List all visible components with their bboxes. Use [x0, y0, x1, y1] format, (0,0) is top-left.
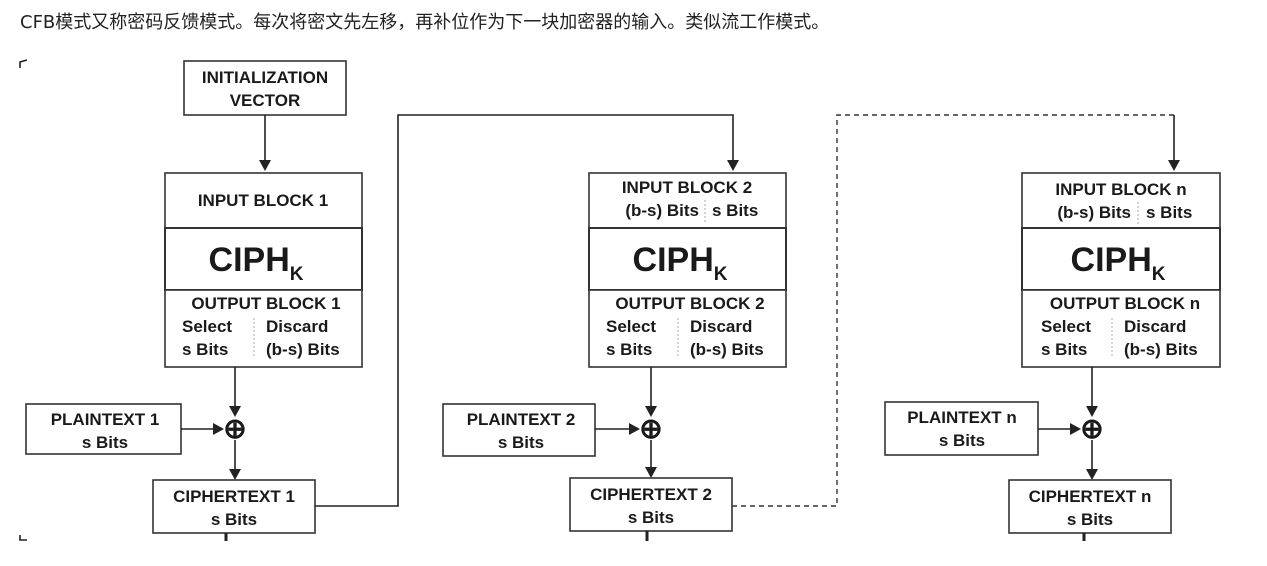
ciphertext-1-bits: s Bits — [211, 510, 257, 529]
ciphertext-2-bits: s Bits — [628, 508, 674, 527]
plaintext-2-bits: s Bits — [498, 433, 544, 452]
output-1-arrowhead — [229, 406, 241, 417]
ciphertext-1-box: CIPHERTEXT 1 s Bits — [152, 479, 316, 534]
cipher-function-n-key: K — [1152, 264, 1166, 285]
output-block-1-discard: Discard — [266, 317, 328, 336]
output-block-n-select: Select — [1041, 317, 1091, 336]
input-block-n: INPUT BLOCK n (b-s) Bits s Bits — [1021, 172, 1221, 229]
cipher-function-2-name: CIPH — [633, 241, 714, 279]
plaintext-1-arrowhead — [213, 423, 224, 435]
ciphertext-1-label: CIPHERTEXT 1 — [173, 487, 295, 506]
iv-label-line1: INITIALIZATION — [202, 68, 328, 87]
cipher-function-n-name: CIPH — [1071, 241, 1152, 279]
cipher-function-n: CIPHK — [1021, 227, 1221, 291]
iv-label-line2: VECTOR — [230, 91, 301, 110]
input-block-2: INPUT BLOCK 2 (b-s) Bits s Bits — [588, 172, 787, 229]
output-block-n-title: OUTPUT BLOCK n — [1050, 294, 1200, 313]
xor-2-arrowhead — [645, 467, 657, 478]
output-block-2-select: Select — [606, 317, 656, 336]
cipher-function-1-key: K — [290, 264, 304, 285]
initialization-vector-box: INITIALIZATION VECTOR — [183, 60, 347, 116]
xor-n-arrowhead — [1086, 469, 1098, 480]
xor-n-icon: ⊕ — [1080, 413, 1103, 444]
output-block-n-discard: Discard — [1124, 317, 1186, 336]
output-block-1: OUTPUT BLOCK 1 Select s Bits Discard (b-… — [164, 289, 363, 368]
figure-bottom-crop — [0, 541, 1267, 566]
output-block-2-title: OUTPUT BLOCK 2 — [615, 294, 764, 313]
output-block-1-title: OUTPUT BLOCK 1 — [191, 294, 340, 313]
plaintext-2-box: PLAINTEXT 2 s Bits — [442, 403, 596, 457]
plaintext-2-arrowhead — [629, 423, 640, 435]
feedback-to-n-arrowhead — [1168, 160, 1180, 171]
output-block-n: OUTPUT BLOCK n Select s Bits Discard (b-… — [1021, 289, 1221, 368]
output-block-2-select-bits: s Bits — [606, 340, 652, 359]
encryption-stage-n: INPUT BLOCK n (b-s) Bits s Bits CIPHK OU… — [884, 172, 1221, 545]
feedback-1-to-2-line — [315, 114, 734, 507]
input-block-1-title: INPUT BLOCK 1 — [198, 191, 328, 210]
plaintext-1-label: PLAINTEXT 1 — [51, 410, 160, 429]
cipher-function-2-key: K — [714, 264, 728, 285]
xor-1-arrowhead — [229, 469, 241, 480]
plaintext-1-bits: s Bits — [82, 433, 128, 452]
xor-1-icon: ⊕ — [223, 413, 246, 444]
ciphertext-n-box: CIPHERTEXT n s Bits — [1008, 479, 1172, 534]
input-block-1: INPUT BLOCK 1 — [164, 172, 363, 229]
output-n-arrowhead — [1086, 406, 1098, 417]
output-block-n-select-bits: s Bits — [1041, 340, 1087, 359]
cipher-function-n-label: CIPHK — [1071, 241, 1166, 285]
feedback-1-to-2-arrowhead — [727, 160, 739, 171]
figure-corner-top-left — [19, 59, 28, 68]
cipher-function-2-label: CIPHK — [633, 241, 728, 285]
encryption-stage-2: INPUT BLOCK 2 (b-s) Bits s Bits CIPHK OU… — [442, 172, 787, 545]
plaintext-1-box: PLAINTEXT 1 s Bits — [25, 403, 182, 455]
plaintext-n-label: PLAINTEXT n — [907, 408, 1017, 427]
ciphertext-n-label: CIPHERTEXT n — [1029, 487, 1152, 506]
xor-2-icon: ⊕ — [639, 413, 662, 444]
input-block-n-left-bits: (b-s) Bits — [1057, 203, 1131, 222]
output-block-2: OUTPUT BLOCK 2 Select s Bits Discard (b-… — [588, 289, 787, 368]
ciphertext-n-bits: s Bits — [1067, 510, 1113, 529]
plaintext-n-box: PLAINTEXT n s Bits — [884, 401, 1039, 456]
plaintext-n-arrowhead — [1070, 423, 1081, 435]
plaintext-n-bits: s Bits — [939, 431, 985, 450]
output-block-2-discard-bits: (b-s) Bits — [690, 340, 764, 359]
ciphertext-2-box: CIPHERTEXT 2 s Bits — [569, 477, 733, 532]
input-block-2-title: INPUT BLOCK 2 — [622, 178, 752, 197]
encryption-stage-1: INPUT BLOCK 1 CIPHK OUTPUT BLOCK 1 Selec… — [25, 172, 363, 545]
ciphertext-2-label: CIPHERTEXT 2 — [590, 485, 712, 504]
plaintext-2-label: PLAINTEXT 2 — [467, 410, 576, 429]
input-block-n-title: INPUT BLOCK n — [1055, 180, 1186, 199]
page-caption: CFB模式又称密码反馈模式。每次将密文先左移，再补位作为下一块加密器的输入。类似… — [20, 12, 830, 33]
input-block-2-right-bits: s Bits — [712, 201, 758, 220]
cipher-function-1-label: CIPHK — [209, 241, 304, 285]
output-block-2-discard: Discard — [690, 317, 752, 336]
feedback-2-to-n-dashed-line — [732, 114, 1174, 507]
output-block-n-discard-bits: (b-s) Bits — [1124, 340, 1198, 359]
cipher-function-2: CIPHK — [588, 227, 787, 291]
iv-arrowhead — [259, 160, 271, 171]
output-block-1-select-bits: s Bits — [182, 340, 228, 359]
output-block-1-select: Select — [182, 317, 232, 336]
input-block-2-left-bits: (b-s) Bits — [625, 201, 699, 220]
output-block-1-discard-bits: (b-s) Bits — [266, 340, 340, 359]
figure-corner-bottom-left — [19, 535, 27, 541]
input-block-n-right-bits: s Bits — [1146, 203, 1192, 222]
output-2-arrowhead — [645, 406, 657, 417]
cipher-function-1: CIPHK — [164, 227, 363, 291]
cipher-function-1-name: CIPH — [209, 241, 290, 279]
